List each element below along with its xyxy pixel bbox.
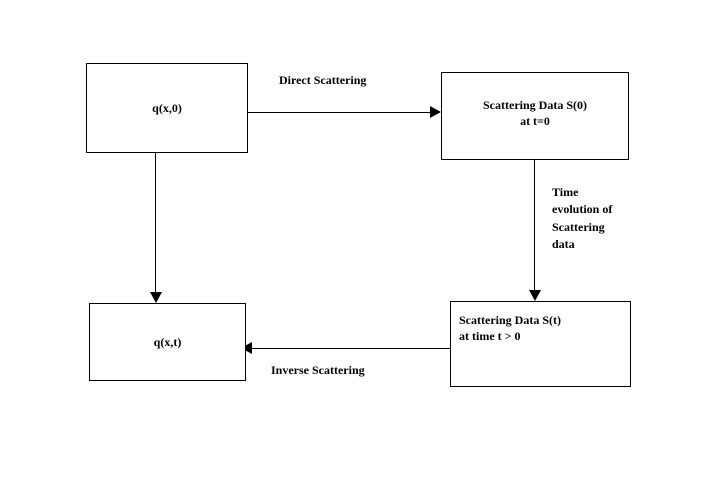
arrowhead-down-icon <box>529 290 541 301</box>
edge-inverse-scattering-line <box>252 348 450 349</box>
node-scattering-data-st[interactable]: Scattering Data S(t) at time t > 0 <box>450 301 631 387</box>
arrowhead-left-icon <box>241 342 252 354</box>
edge-time-forward-line <box>155 153 156 293</box>
node-scattering-data-s0[interactable]: Scattering Data S(0) at t=0 <box>441 72 629 160</box>
node-q-x-t-label: q(x,t) <box>153 334 182 349</box>
node-scattering-data-st-label: Scattering Data S(t) at time t > 0 <box>459 313 561 344</box>
edge-label-direct-scattering: Direct Scattering <box>279 73 367 87</box>
node-q-x-t[interactable]: q(x,t) <box>89 303 246 381</box>
node-q-x-0-label: q(x,0) <box>152 100 182 115</box>
edge-label-time-evolution: Time evolution of Scattering data <box>552 185 613 252</box>
node-scattering-data-s0-label: Scattering Data S(0) at t=0 <box>483 98 587 129</box>
edge-label-inverse-scattering: Inverse Scattering <box>271 363 365 377</box>
arrowhead-right-icon <box>430 106 441 118</box>
node-q-x-0[interactable]: q(x,0) <box>86 63 248 153</box>
edge-direct-scattering-line <box>248 112 430 113</box>
arrowhead-down-icon <box>150 292 162 303</box>
edge-time-evolution-line <box>534 160 535 291</box>
